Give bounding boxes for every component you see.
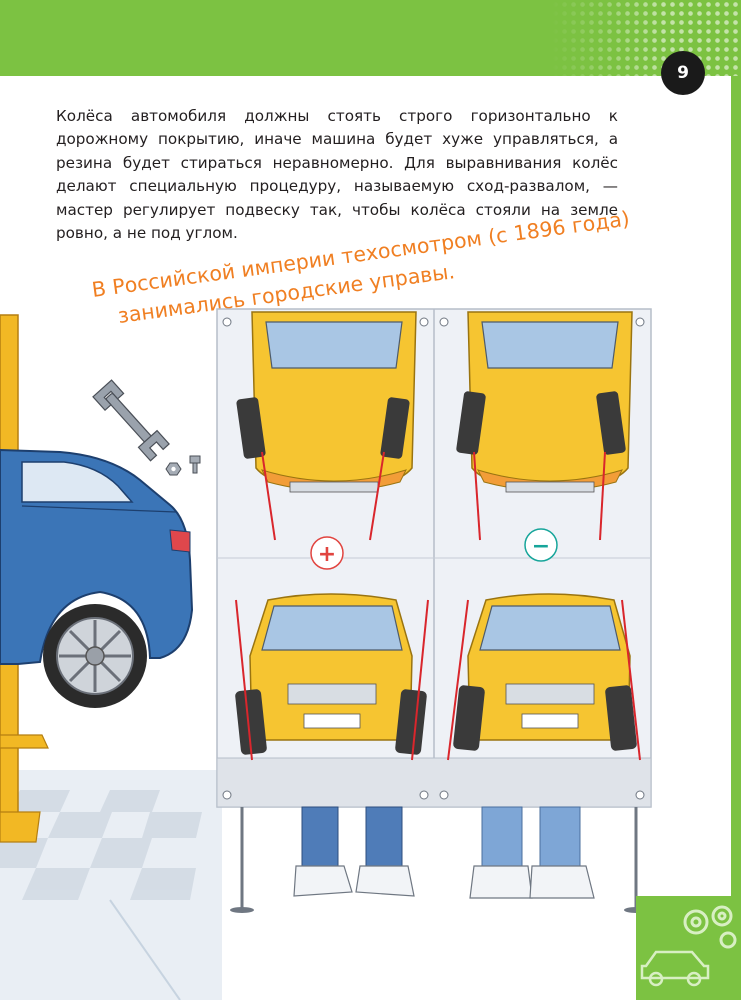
dot-pattern	[551, 0, 741, 76]
taxi-top-right	[456, 311, 633, 493]
plus-sign-text: +	[318, 542, 336, 567]
floor	[0, 770, 222, 1000]
nut-icon	[165, 462, 182, 476]
bolt-icon	[189, 455, 201, 474]
wrench-icon	[92, 379, 170, 462]
mechanic-legs-right	[469, 806, 595, 899]
taxi-front-right	[453, 593, 637, 751]
body-text: Колёса автомобиля должны стоять строго г…	[56, 107, 618, 243]
page-number: 9	[661, 51, 705, 95]
car-icon	[640, 950, 710, 987]
taxi-top-left	[236, 311, 417, 493]
taxi-front-left	[235, 593, 427, 755]
mechanic-legs-left	[293, 806, 415, 897]
gears-icon	[683, 905, 737, 949]
minus-sign-text: −	[532, 534, 550, 559]
blue-car	[0, 448, 194, 708]
alignment-guides	[235, 451, 641, 761]
corner-block	[636, 896, 741, 1000]
top-band	[0, 0, 741, 76]
minus-sign: −	[524, 528, 558, 562]
right-rail	[731, 76, 741, 896]
plus-sign: +	[310, 536, 344, 570]
